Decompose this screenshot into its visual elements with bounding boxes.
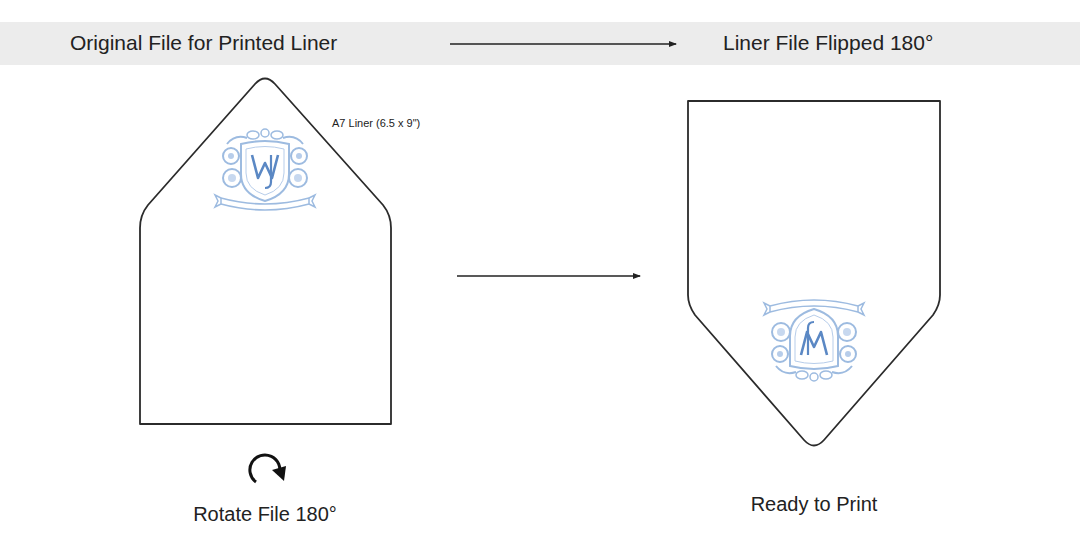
header-label: Liner File Flipped 180° [723, 30, 933, 55]
envelope-liner: Ready to Print [688, 100, 940, 452]
envelope-liner: A7 Liner (6.5 x 9")Rotate File 180° [140, 76, 391, 424]
flow-arrow [457, 275, 640, 277]
rotate-icon [250, 455, 286, 482]
header-label: Original File for Printed Liner [70, 30, 337, 55]
header-band [0, 22, 1080, 65]
step-caption: Ready to Print [751, 492, 878, 516]
step-caption: Rotate File 180° [193, 502, 337, 526]
liner-outline [688, 100, 940, 452]
header-arrow [450, 43, 676, 45]
crest-illustration [215, 129, 315, 210]
crest-illustration-rotated [764, 300, 864, 381]
size-label: A7 Liner (6.5 x 9") [332, 117, 420, 130]
